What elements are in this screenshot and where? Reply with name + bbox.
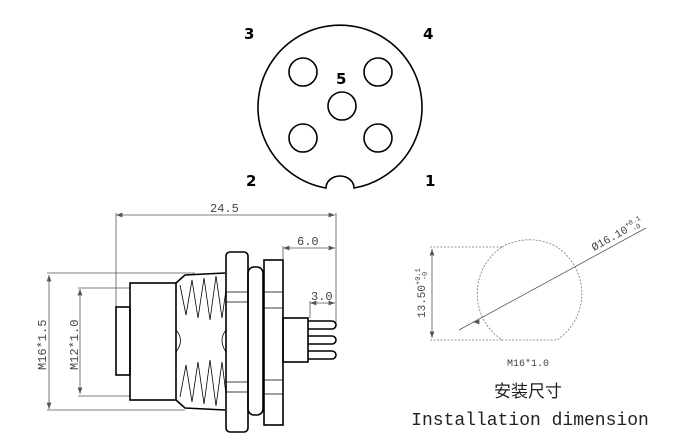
side-view: 24.5 6.0 3.0 M16*1.5 M12*1.0 <box>36 202 337 433</box>
pin-label-1: 1 <box>425 172 435 190</box>
caption-en: Installation dimension <box>411 411 649 431</box>
pin-label-5: 5 <box>336 70 346 88</box>
pin-2 <box>288 123 318 153</box>
dim-flange-to-end: 6.0 <box>297 235 319 249</box>
solder-pin <box>308 350 337 360</box>
solder-pin <box>308 335 337 345</box>
dim-overall-length: 24.5 <box>210 202 239 216</box>
pin-label-3: 3 <box>244 25 254 43</box>
pin-5 <box>327 91 357 121</box>
installation-view: 13.50+0.1-0 Ø16.10+0.1-0 M16*1.0 安装尺寸 In… <box>411 215 649 431</box>
thread-lower <box>179 359 227 407</box>
dim-height: 13.50+0.1-0 <box>415 268 430 318</box>
pin-1 <box>363 123 393 153</box>
pin-label-2: 2 <box>246 172 256 190</box>
cutout-outline <box>476 239 583 341</box>
diameter-line <box>458 227 647 331</box>
dim-diameter: Ø16.10+0.1-0 <box>589 215 646 255</box>
dim-outer-thread: M16*1.5 <box>36 320 50 370</box>
pin-block <box>282 317 309 363</box>
thread-upper <box>179 275 227 321</box>
dim-pin-length: 3.0 <box>311 290 333 304</box>
dim-inner-thread: M12*1.0 <box>68 320 82 370</box>
thread-outline <box>175 272 226 411</box>
body <box>129 282 177 401</box>
solder-pin <box>308 320 337 330</box>
caption-cn: 安装尺寸 <box>494 382 562 402</box>
flange <box>263 259 284 426</box>
pin-3 <box>288 57 318 87</box>
face-outline <box>257 24 423 189</box>
front-face <box>115 306 131 376</box>
cutout-thread: M16*1.0 <box>507 358 549 370</box>
nut <box>225 251 249 433</box>
pin-face-view: 3 4 5 2 1 <box>244 24 435 190</box>
pin-4 <box>363 57 393 87</box>
washer <box>247 266 264 416</box>
pin-label-4: 4 <box>423 25 433 43</box>
